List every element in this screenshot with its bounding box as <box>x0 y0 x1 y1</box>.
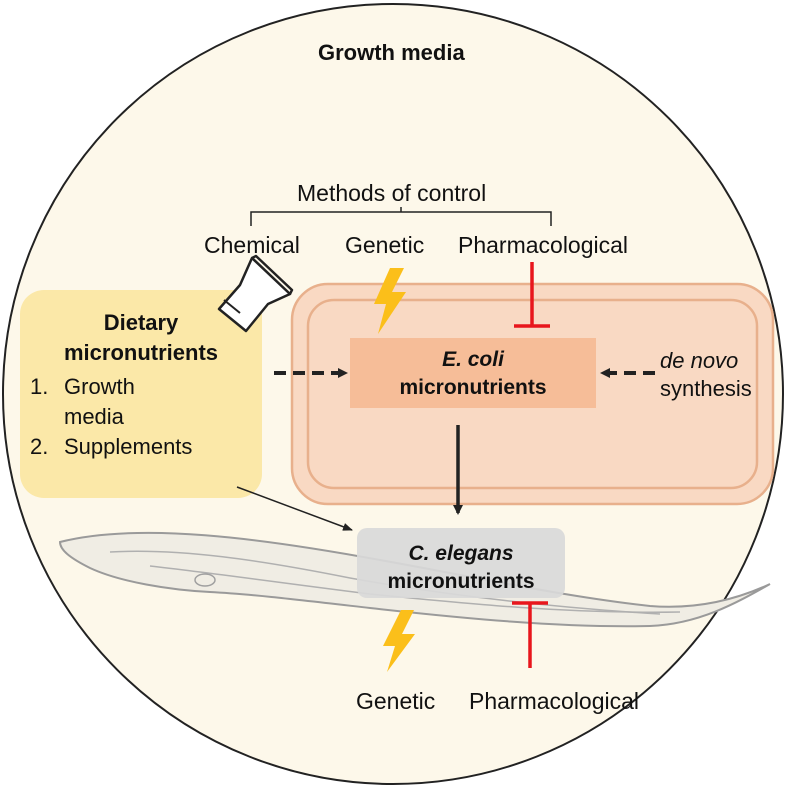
inhibitor-bottom-icon <box>512 601 548 668</box>
method-chemical-label: Chemical <box>204 232 300 258</box>
inhibitor-top-icon <box>514 262 550 328</box>
bottom-genetic-label: Genetic <box>356 688 436 714</box>
lightning-top-icon <box>374 268 406 334</box>
flask-icon <box>217 254 294 333</box>
dietary-title-line1: Dietary <box>103 310 179 335</box>
denovo-label: de novo synthesis <box>660 347 752 403</box>
celegans-species: C. elegans <box>408 542 514 565</box>
dietary-title-line2: micronutrients <box>63 340 219 365</box>
list-item: 2. Supplements <box>30 432 192 462</box>
list-item-text: Supplements <box>64 434 193 459</box>
dietary-title: Dietary micronutrients <box>20 308 262 368</box>
celegans-label: C. elegans micronutrients <box>357 540 565 596</box>
method-pharmacological-label: Pharmacological <box>458 232 629 258</box>
denovo-italic: de novo <box>660 348 739 373</box>
methods-bracket <box>250 207 552 226</box>
celegans-line2: micronutrients <box>387 570 535 593</box>
lightning-bottom-icon <box>383 610 415 672</box>
ecoli-species: E. coli <box>442 348 504 371</box>
methods-heading: Methods of control <box>297 180 487 206</box>
arrow-dietary-to-celegans <box>236 486 353 531</box>
dietary-box <box>20 290 262 498</box>
list-item: 1. Growth <box>30 372 192 402</box>
list-item-number: 1. <box>30 374 49 399</box>
ecoli-line2: micronutrients <box>399 376 547 399</box>
ecoli-box <box>350 338 596 408</box>
dietary-list: 1. Growth media 2. Supplements <box>30 372 192 462</box>
list-item-number: 2. <box>30 434 49 459</box>
method-genetic-label: Genetic <box>345 232 425 258</box>
denovo-line2: synthesis <box>660 376 752 401</box>
page-title: Growth media <box>318 40 465 65</box>
bottom-pharmacological-label: Pharmacological <box>469 688 640 714</box>
list-item-text: Growth <box>64 374 135 399</box>
ecoli-label: E. coli micronutrients <box>350 346 596 402</box>
list-item-continuation: media <box>64 404 124 429</box>
celegans-box <box>357 528 565 598</box>
